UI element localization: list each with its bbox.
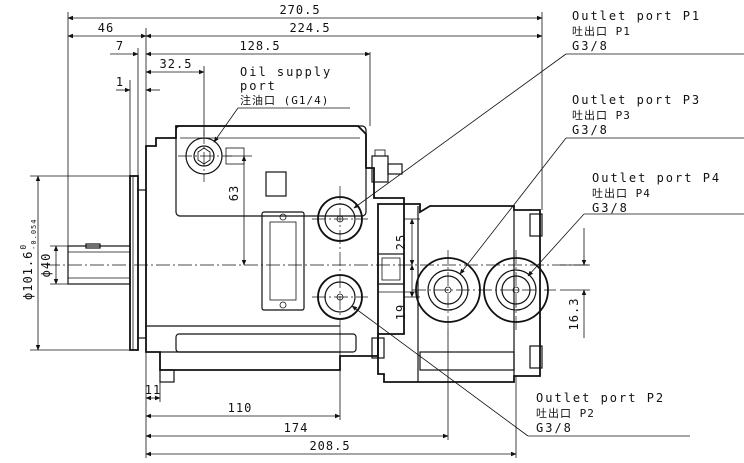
p1-label: Outlet port P1	[572, 9, 701, 23]
p3-jp-label: 吐出口 P3	[572, 108, 631, 122]
main-pump-body	[145, 125, 405, 383]
svg-text:ϕ101.60-0.054: ϕ101.60-0.054	[19, 219, 38, 300]
dim-flange-thickness: 7	[116, 39, 124, 53]
dim-rear-body-width: 224.5	[289, 21, 330, 35]
dim-port-p4-height: 16.3	[567, 298, 581, 331]
callout-p2: Outlet port P2 吐出口 P2 G3/8	[536, 391, 665, 435]
callout-oil-supply: Oil supply port 注油口 (G1/4)	[240, 65, 332, 107]
p3-label: Outlet port P3	[572, 93, 701, 107]
dim-bottom-offset: 11	[145, 383, 161, 397]
p1-jp-label: 吐出口 P1	[572, 24, 631, 38]
dim-port-p2-height: 19	[394, 304, 408, 320]
oil-supply-label-2: port	[240, 79, 277, 93]
dim-head-length: 128.5	[239, 39, 280, 53]
pump-outline	[46, 125, 590, 383]
dim-port-p2-distance: 110	[228, 401, 253, 415]
p1-size: G3/8	[572, 39, 609, 53]
dim-oil-supply-offset: 32.5	[160, 57, 193, 71]
p2-jp-label: 吐出口 P2	[536, 406, 595, 420]
dim-flange-step: 1	[116, 75, 124, 89]
p4-label: Outlet port P4	[592, 171, 721, 185]
leader-lines	[213, 53, 744, 437]
dim-body-length: 208.5	[309, 439, 350, 453]
callout-p3: Outlet port P3 吐出口 P3 G3/8	[572, 93, 701, 137]
dim-shaft-length: 46	[98, 21, 114, 35]
dimension-lines	[30, 12, 590, 458]
center-lines	[46, 130, 590, 330]
oil-supply-label: Oil supply	[240, 65, 332, 79]
dim-shaft-diameter: ϕ40	[39, 253, 53, 278]
callout-p4: Outlet port P4 吐出口 P4 G3/8	[592, 171, 721, 215]
p3-size: G3/8	[572, 123, 609, 137]
dimension-labels: 270.5 46 224.5 7 128.5 32.5 1 63 25 19 1…	[19, 3, 581, 453]
p4-jp-label: 吐出口 P4	[592, 186, 651, 200]
p4-size: G3/8	[592, 201, 629, 215]
callout-p1: Outlet port P1 吐出口 P1 G3/8	[572, 9, 701, 53]
dim-oil-supply-height: 63	[227, 185, 241, 201]
mounting-flange	[129, 175, 147, 351]
oil-supply-jp-label: 注油口 (G1/4)	[240, 93, 329, 107]
dim-port-p4-distance: 174	[284, 421, 309, 435]
dim-overall-width: 270.5	[279, 3, 320, 17]
drive-shaft	[67, 243, 131, 285]
dim-port-p3-height: 25	[394, 234, 408, 250]
dim-flange-diameter: ϕ101.60-0.054	[19, 219, 38, 300]
p2-size: G3/8	[536, 421, 573, 435]
p2-label: Outlet port P2	[536, 391, 665, 405]
